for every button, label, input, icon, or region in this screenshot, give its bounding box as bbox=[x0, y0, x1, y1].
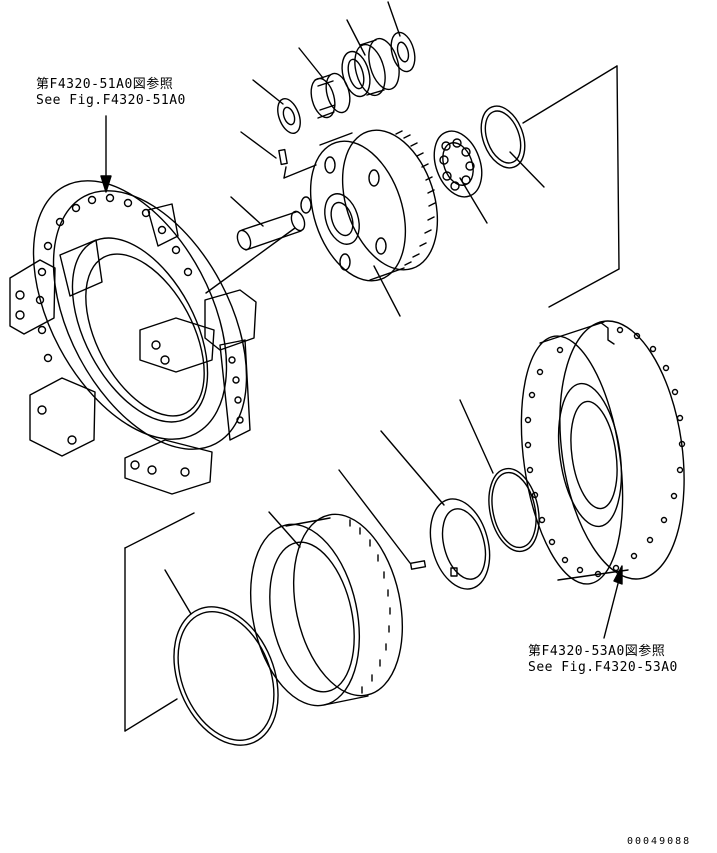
reference-label-bottom: 第F4320-53A0図参照 See Fig.F4320-53A0 bbox=[528, 644, 678, 676]
reference-label-bottom-jp: 第F4320-53A0図参照 bbox=[528, 644, 666, 659]
planet-carrier bbox=[294, 100, 533, 293]
reference-label-top: 第F4320-51A0図参照 See Fig.F4320-51A0 bbox=[36, 77, 186, 109]
housing-left bbox=[0, 149, 286, 494]
top-small-parts bbox=[235, 30, 419, 252]
reference-label-top-jp: 第F4320-51A0図参照 bbox=[36, 77, 174, 92]
drawing-number: 00049088 bbox=[627, 836, 692, 847]
reference-label-top-en: See Fig.F4320-51A0 bbox=[36, 93, 186, 108]
bottom-rings bbox=[155, 464, 547, 761]
ring-gear bbox=[235, 504, 418, 716]
housing-right bbox=[507, 313, 699, 591]
leader-lines-bottom bbox=[101, 116, 622, 731]
reference-label-bottom-en: See Fig.F4320-53A0 bbox=[528, 660, 678, 675]
